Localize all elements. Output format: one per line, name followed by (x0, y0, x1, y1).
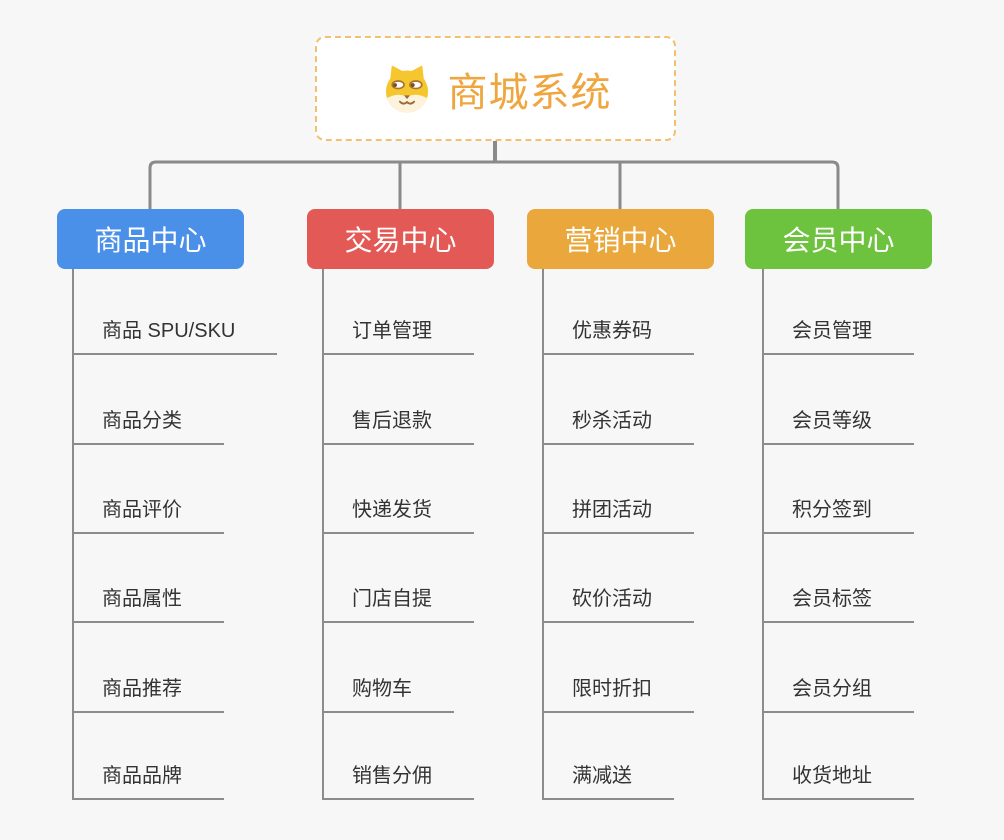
child-node[interactable]: 会员标签 (762, 585, 914, 623)
child-node[interactable]: 销售分佣 (322, 762, 474, 800)
branch-node-marketing-center[interactable]: 营销中心 (527, 209, 714, 269)
branch-children-column-trade: 订单管理 售后退款 快递发货 门店自提 购物车 销售分佣 (322, 269, 562, 800)
root-node[interactable]: 商城系统 (315, 36, 676, 141)
branch-label: 交易中心 (344, 225, 457, 256)
child-node[interactable]: 商品品牌 (72, 762, 224, 800)
branch-label: 商品中心 (94, 225, 207, 256)
branch-label: 营销中心 (564, 225, 677, 256)
child-node[interactable]: 限时折扣 (542, 675, 694, 713)
child-node[interactable]: 秒杀活动 (542, 407, 694, 445)
child-node[interactable]: 会员管理 (762, 317, 914, 355)
child-node[interactable]: 积分签到 (762, 496, 914, 534)
child-node[interactable]: 优惠券码 (542, 317, 694, 355)
child-node[interactable]: 商品 SPU/SKU (72, 317, 278, 355)
child-node[interactable]: 商品分类 (72, 407, 224, 445)
child-node[interactable]: 订单管理 (322, 317, 474, 355)
child-node[interactable]: 商品评价 (72, 496, 224, 534)
child-node[interactable]: 快递发货 (322, 496, 474, 534)
dog-face-icon (385, 64, 428, 113)
child-node[interactable]: 砍价活动 (542, 585, 694, 623)
child-node[interactable]: 售后退款 (322, 407, 474, 445)
branch-children-column-member: 会员管理 会员等级 积分签到 会员标签 会员分组 收货地址 (762, 269, 1002, 800)
child-node[interactable]: 拼团活动 (542, 496, 694, 534)
branch-node-member-center[interactable]: 会员中心 (745, 209, 932, 269)
child-node[interactable]: 满减送 (542, 762, 674, 800)
child-node[interactable]: 会员等级 (762, 407, 914, 445)
child-node[interactable]: 门店自提 (322, 585, 474, 623)
child-node[interactable]: 购物车 (322, 675, 454, 713)
branch-node-trade-center[interactable]: 交易中心 (307, 209, 494, 269)
root-title: 商城系统 (447, 70, 612, 115)
branch-node-goods-center[interactable]: 商品中心 (57, 209, 244, 269)
child-node[interactable]: 商品推荐 (72, 675, 224, 713)
branch-children-column-marketing: 优惠券码 秒杀活动 拼团活动 砍价活动 限时折扣 满减送 (542, 269, 782, 800)
branch-label: 会员中心 (782, 225, 895, 256)
branch-children-column-goods: 商品 SPU/SKU 商品分类 商品评价 商品属性 商品推荐 商品品牌 (72, 269, 312, 800)
child-node[interactable]: 商品属性 (72, 585, 224, 623)
child-node[interactable]: 会员分组 (762, 675, 914, 713)
child-node[interactable]: 收货地址 (762, 762, 914, 800)
